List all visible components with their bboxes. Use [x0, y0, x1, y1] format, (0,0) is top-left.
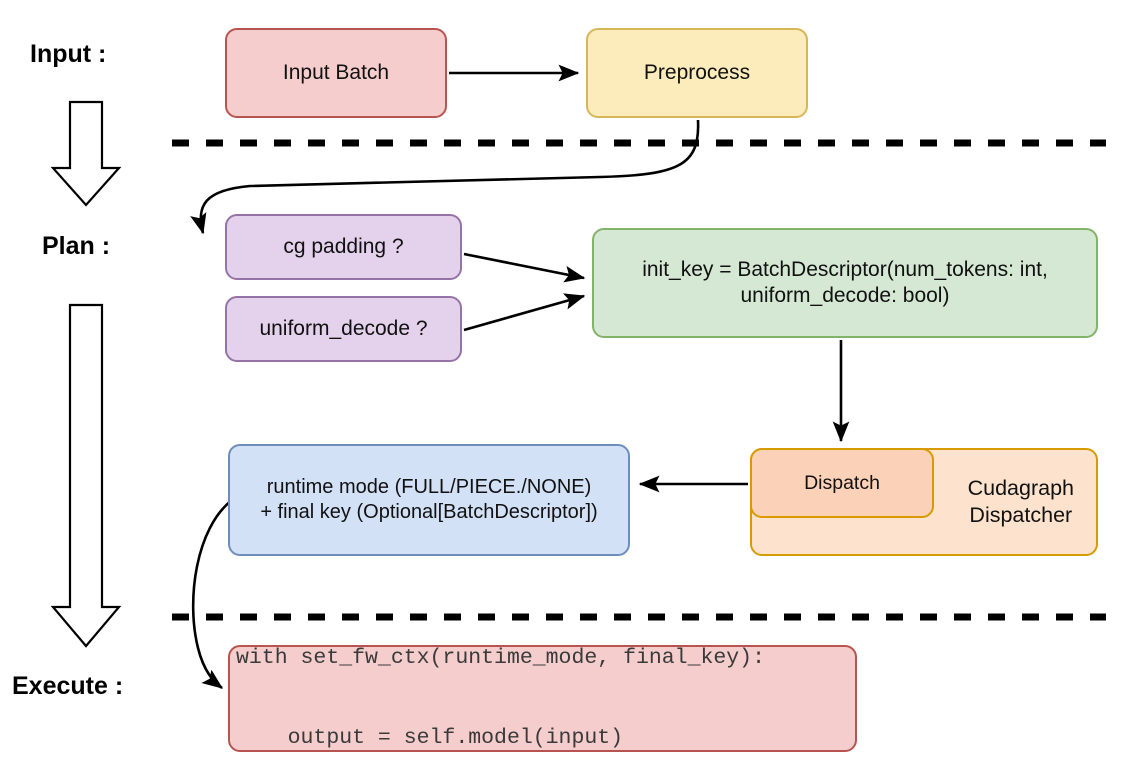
stage-arrow-input-to-plan — [50, 100, 122, 207]
node-init-key-line2: uniform_decode: bool) — [740, 284, 950, 307]
node-init-key-batchdescriptor[interactable]: init_key = BatchDescriptor(num_tokens: i… — [592, 228, 1098, 338]
node-dispatch[interactable]: Dispatch — [750, 448, 934, 518]
execute-code-line1: with set_fw_ctx(runtime_mode, final_key)… — [236, 645, 765, 670]
stage-label-plan: Plan : — [42, 232, 111, 260]
arrow-cg-padding-to-init-key — [463, 252, 586, 283]
node-cudagraph-line2: Dispatcher — [969, 503, 1073, 527]
node-cg-padding[interactable]: cg padding ? — [225, 214, 462, 280]
node-init-key-line1: init_key = BatchDescriptor(num_tokens: i… — [642, 257, 1048, 281]
node-runtime-mode-line2: + final key (Optional[BatchDescriptor]) — [260, 501, 598, 523]
node-runtime-mode-line1: runtime mode (FULL/PIECE./NONE) — [266, 476, 592, 498]
node-execute-code[interactable]: with set_fw_ctx(runtime_mode, final_key)… — [228, 645, 857, 752]
stage-label-execute: Execute : — [12, 672, 124, 700]
stage-arrow-plan-to-execute — [50, 303, 122, 648]
arrow-uniform-decode-to-init-key — [463, 293, 586, 332]
arrow-runtime-mode-to-execute-code — [191, 498, 233, 690]
node-runtime-mode[interactable]: runtime mode (FULL/PIECE./NONE) + final … — [228, 444, 630, 556]
node-input-batch[interactable]: Input Batch — [225, 28, 447, 118]
execute-code-line2: output = self.model(input) — [236, 726, 624, 751]
node-cudagraph-line1: Cudagraph — [967, 476, 1074, 501]
node-preprocess[interactable]: Preprocess — [586, 28, 808, 118]
node-uniform-decode[interactable]: uniform_decode ? — [225, 296, 462, 362]
stage-label-input: Input : — [30, 40, 107, 68]
